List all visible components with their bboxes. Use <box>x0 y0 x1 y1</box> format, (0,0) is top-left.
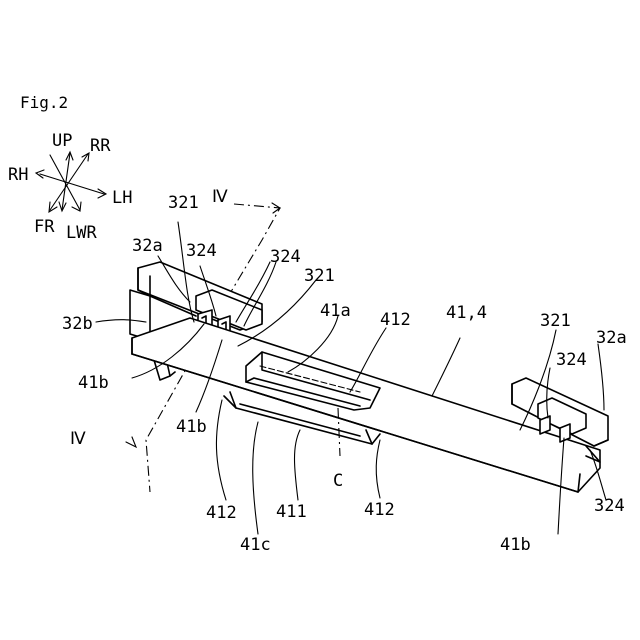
label-c: C <box>333 471 343 491</box>
label-324-left: 324 <box>186 241 217 261</box>
direction-lwr-label: LWR <box>66 223 97 243</box>
label-41c: 41c <box>240 535 271 555</box>
direction-indicator: UP RR RH LH FR LWR <box>8 131 132 243</box>
label-321-right: 321 <box>540 311 571 331</box>
label-41b-mid: 41b <box>176 417 207 437</box>
label-321-left: 321 <box>168 193 199 213</box>
label-41-4: 41,4 <box>446 303 487 323</box>
label-41a: 41a <box>320 301 351 321</box>
section-mark-top: Ⅳ <box>212 187 228 207</box>
figure-title: Fig.2 <box>20 93 68 112</box>
direction-fr-label: FR <box>34 217 55 237</box>
label-324-right: 324 <box>556 350 587 370</box>
label-324-mid: 324 <box>270 247 301 267</box>
label-411: 411 <box>276 502 307 522</box>
label-32a-left: 32a <box>132 236 163 256</box>
label-412-left: 412 <box>206 503 237 523</box>
direction-up-label: UP <box>52 131 72 151</box>
label-41b-left: 41b <box>78 373 109 393</box>
direction-lh-label: LH <box>112 188 132 208</box>
label-32b: 32b <box>62 314 93 334</box>
label-32a-right: 32a <box>596 328 627 348</box>
label-41b-right: 41b <box>500 535 531 555</box>
direction-rr-label: RR <box>90 136 111 156</box>
section-mark-bottom: Ⅳ <box>70 429 86 449</box>
label-324-right-low: 324 <box>594 496 625 516</box>
direction-rh-label: RH <box>8 165 28 185</box>
label-321-mid: 321 <box>304 266 335 286</box>
label-412-top: 412 <box>380 310 411 330</box>
label-412-right: 412 <box>364 500 395 520</box>
